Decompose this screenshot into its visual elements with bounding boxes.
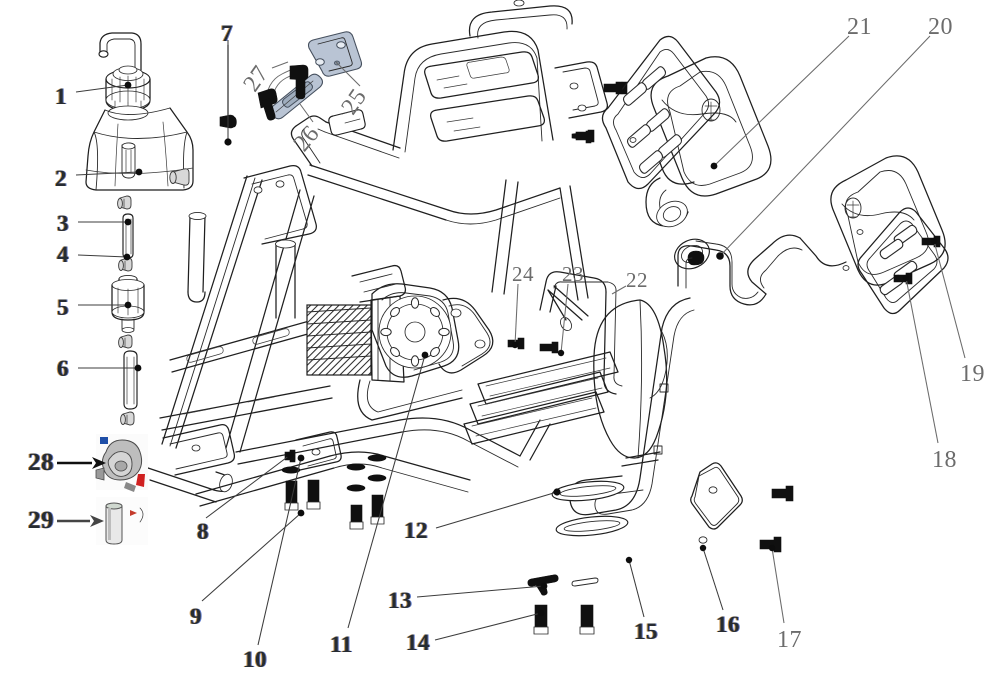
arrow-29	[57, 515, 104, 527]
bolt-27-left	[257, 88, 278, 121]
callout-14[interactable]: 14	[406, 630, 430, 655]
fuel-filter-29	[96, 497, 148, 545]
callout-7[interactable]: 7	[221, 21, 233, 46]
exhaust-header-15	[551, 297, 695, 537]
callout-20[interactable]: 20	[928, 14, 953, 40]
bolt-23	[539, 341, 559, 354]
callout-11[interactable]: 11	[330, 632, 353, 657]
callout-8[interactable]: 8	[197, 519, 209, 544]
bolt-11b	[370, 494, 385, 525]
expansion-chamber	[593, 299, 668, 467]
bolt-17-upper	[771, 485, 794, 502]
tank-grommet	[169, 168, 190, 186]
fuel-filter-body	[111, 274, 145, 333]
chassis-frame-and-engine	[147, 0, 628, 507]
callout-9[interactable]: 9	[190, 604, 202, 629]
hose-clamp-mid	[118, 257, 133, 272]
muffler-lower-20	[677, 155, 949, 315]
washer-11c	[367, 454, 387, 462]
bracket-25	[307, 31, 363, 77]
bolt-27-right	[289, 64, 309, 100]
washer-9a	[281, 466, 301, 474]
engine-assembly	[306, 264, 494, 421]
callout-12[interactable]: 12	[404, 518, 428, 543]
callout-2[interactable]: 2	[55, 166, 67, 191]
muffler-upper-21	[575, 35, 772, 270]
bolt-shield-upper-a	[603, 81, 623, 95]
callout-17[interactable]: 17	[777, 627, 802, 653]
callout-18[interactable]: 18	[932, 447, 957, 473]
callout-3[interactable]: 3	[57, 211, 69, 236]
heat-shield-20	[842, 207, 949, 315]
hose-clamp-bottom	[120, 411, 135, 426]
bolt-14-left	[533, 604, 549, 635]
fuel-tank-part	[85, 32, 194, 191]
mount-plate-16	[690, 462, 743, 544]
callout-21[interactable]: 21	[847, 14, 872, 40]
callout-23[interactable]: 23	[562, 262, 584, 286]
washer-11b	[346, 484, 366, 492]
callout-19[interactable]: 19	[960, 361, 985, 387]
bolt-10	[306, 479, 321, 510]
callout-4[interactable]: 4	[57, 242, 69, 267]
bracket-27-wire	[257, 64, 309, 121]
callout-15[interactable]: 15	[634, 619, 658, 644]
callout-28[interactable]: 28	[28, 449, 54, 476]
bolt-shield-upper-b	[575, 129, 595, 143]
flange-12-lower	[555, 515, 629, 537]
callout-5[interactable]: 5	[57, 295, 69, 320]
callout-24[interactable]: 24	[512, 262, 534, 286]
callout-6[interactable]: 6	[57, 356, 69, 381]
callout-13[interactable]: 13	[388, 588, 412, 613]
callout-10[interactable]: 10	[243, 647, 267, 672]
flange-12-upper	[551, 480, 625, 502]
hose-clamp-top	[117, 195, 132, 210]
callout-16[interactable]: 16	[716, 612, 740, 637]
fuel-cap	[105, 65, 151, 121]
leader-lines	[75, 35, 966, 646]
callout-22[interactable]: 22	[626, 268, 648, 292]
washer-11a	[346, 463, 366, 471]
washer-11d	[367, 474, 387, 482]
callout-1[interactable]: 1	[55, 84, 67, 109]
arrow-28	[57, 457, 106, 469]
hose-clamp-lower	[118, 334, 133, 349]
fuel-line-stack	[111, 195, 145, 426]
callout-arrows	[57, 457, 106, 527]
callout-29[interactable]: 29	[28, 507, 54, 534]
bolt-14-right	[579, 604, 595, 635]
heat-shield-21	[601, 35, 721, 190]
bolt-9	[284, 480, 299, 511]
fuel-pump-28	[95, 434, 148, 492]
footrest-and-seat-mount	[463, 271, 623, 445]
bolt-11a	[349, 504, 364, 530]
